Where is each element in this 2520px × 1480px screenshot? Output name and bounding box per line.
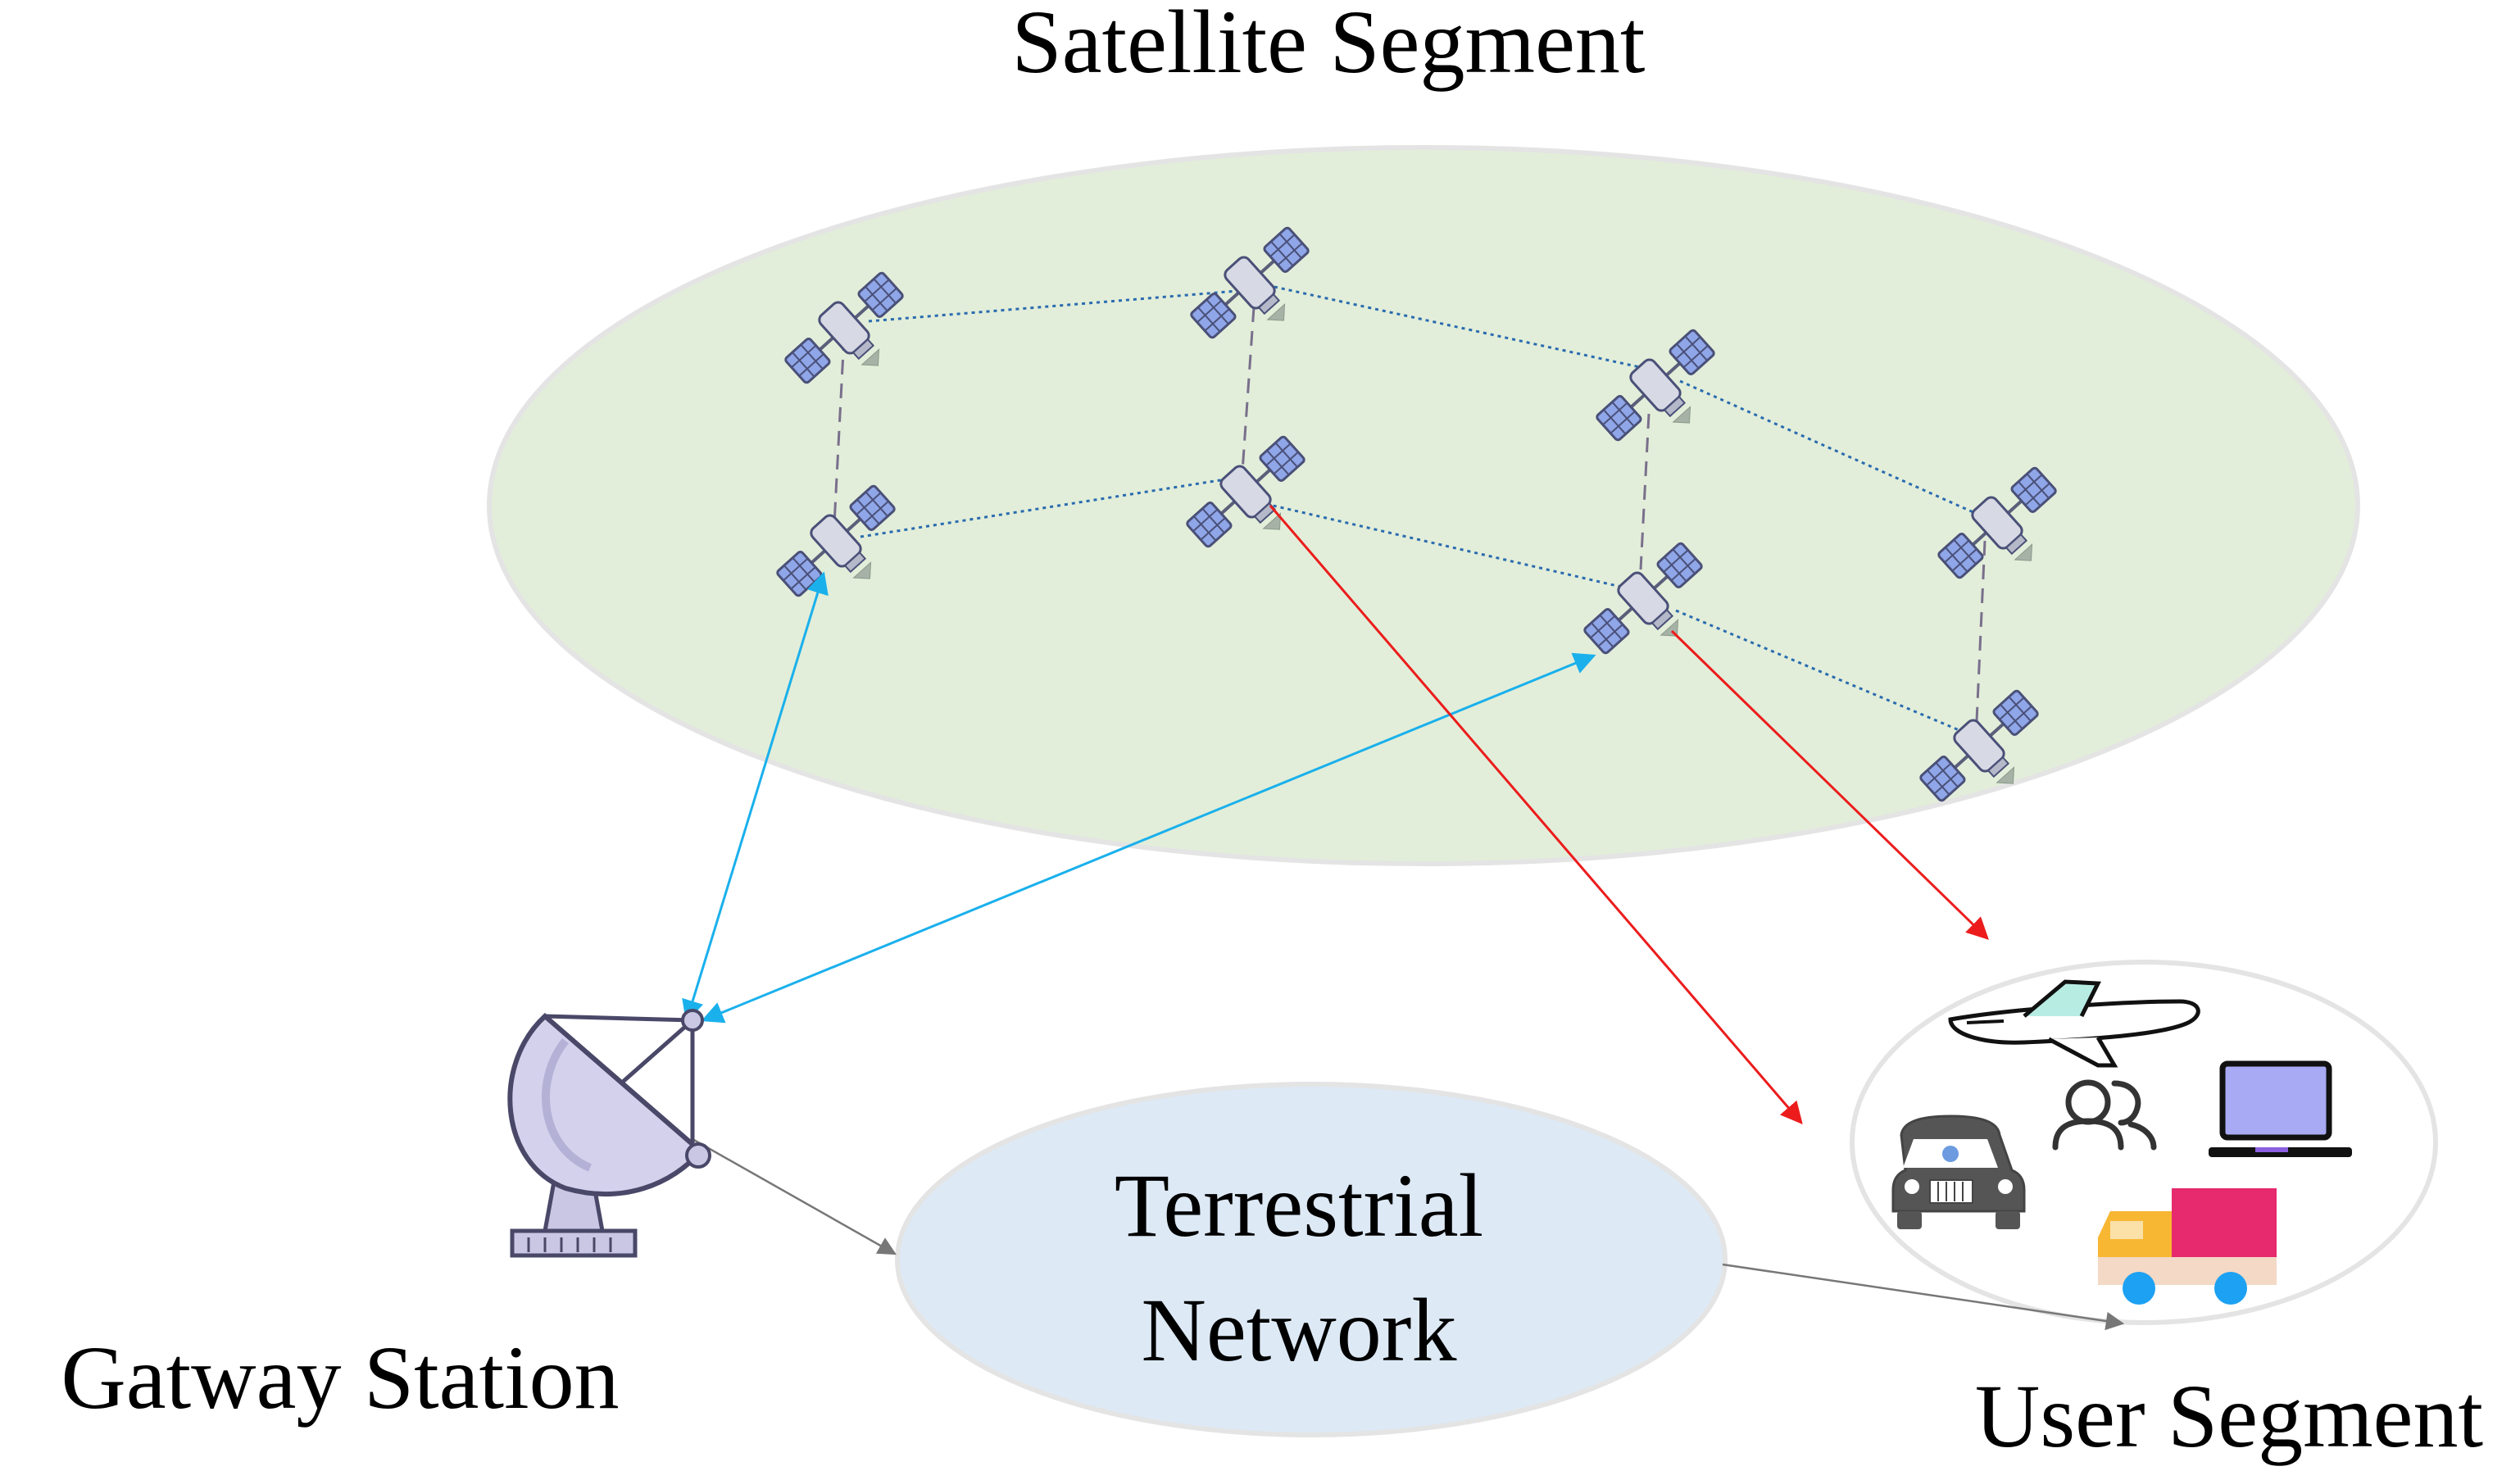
laptop-icon <box>2209 1060 2352 1157</box>
satellite-segment-region <box>487 145 2360 866</box>
terrestrial-network-label-line1: Terrestrial <box>1115 1155 1483 1255</box>
satellite-segment-label: Satellite Segment <box>1012 0 1646 92</box>
ground-links <box>692 1137 2125 1331</box>
terrestrial-network-label-line2: Network <box>1142 1280 1457 1380</box>
users-icon <box>2052 1079 2157 1151</box>
inter-plane-links <box>860 285 1992 735</box>
terrestrial-network-region <box>895 1082 1728 1437</box>
car-icon <box>1891 1115 2026 1229</box>
user-segment-label: User Segment <box>1975 1366 2483 1466</box>
airplane-icon <box>1948 979 2200 1068</box>
gateway-station-label: Gatway Station <box>61 1328 619 1428</box>
user-segment-region <box>1850 960 2438 1325</box>
truck-icon <box>2098 1188 2277 1305</box>
satellite-dish-icon <box>507 1009 711 1258</box>
feeder-links <box>682 571 1596 1024</box>
intra-plane-links <box>833 306 1986 722</box>
user-links <box>1269 505 1989 1125</box>
